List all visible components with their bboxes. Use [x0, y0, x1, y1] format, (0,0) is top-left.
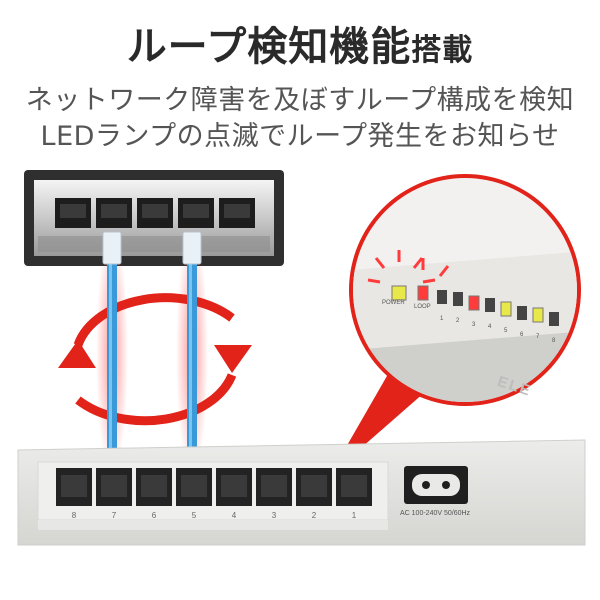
- port-label: 4: [232, 511, 237, 520]
- top-port: [219, 198, 255, 228]
- port-label: 2: [312, 511, 317, 520]
- led-number: 6: [520, 332, 524, 338]
- switch-port-4: [216, 468, 252, 506]
- port-label: 8: [72, 511, 77, 520]
- top-port: [137, 198, 173, 228]
- subtitle-line-2: LEDランプの点滅でループ発生をお知らせ: [40, 121, 560, 152]
- port-number-labels: 8 7 6 5 4 3 2 1: [72, 511, 357, 520]
- port-label: 3: [272, 511, 277, 520]
- subtitle-line-1: ネットワーク障害を及ぼすループ構成を検知: [25, 85, 575, 116]
- switch-port-8: [56, 468, 92, 506]
- led-number: 7: [536, 334, 540, 340]
- port-label: 6: [152, 511, 157, 520]
- power-rating-label: AC 100-240V 50/60Hz: [400, 510, 471, 517]
- led-number: 3: [472, 322, 476, 328]
- blink-burst-icon: [367, 250, 450, 284]
- switch-port-2: [296, 468, 332, 506]
- top-ports: [55, 198, 255, 228]
- switch-port-6: [136, 468, 172, 506]
- switch-port-1: [336, 468, 372, 506]
- port-label: 7: [112, 511, 117, 520]
- main-ports: [56, 468, 372, 506]
- port-label: 5: [192, 511, 197, 520]
- switch-port-5: [176, 468, 212, 506]
- top-port: [96, 198, 132, 228]
- switch-port-7: [96, 468, 132, 506]
- zoom-led-strip: [391, 285, 559, 326]
- top-switch: [24, 170, 284, 266]
- led-number: 5: [504, 328, 508, 334]
- switch-port-3: [256, 468, 292, 506]
- arrow-head-left: [58, 340, 96, 368]
- top-port: [178, 198, 214, 228]
- led-number: 2: [456, 318, 460, 324]
- top-port: [55, 198, 91, 228]
- headline-main: ループ検知機能: [126, 24, 412, 70]
- led-number: 8: [552, 338, 556, 344]
- power-led-label: POWER: [382, 300, 405, 306]
- led-number: 1: [440, 316, 444, 322]
- headline-suffix: 搭載: [411, 33, 474, 68]
- port-label: 1: [352, 511, 357, 520]
- arrow-head-right: [214, 345, 252, 373]
- power-inlet: [404, 466, 468, 504]
- headline: ループ検知機能搭載: [0, 14, 600, 72]
- main-switch: 8 7 6 5 4 3 2 1: [17, 439, 586, 546]
- led-number: 4: [488, 324, 492, 330]
- loop-arrows-icon: [73, 293, 237, 426]
- loop-led-label: LOOP: [414, 304, 431, 310]
